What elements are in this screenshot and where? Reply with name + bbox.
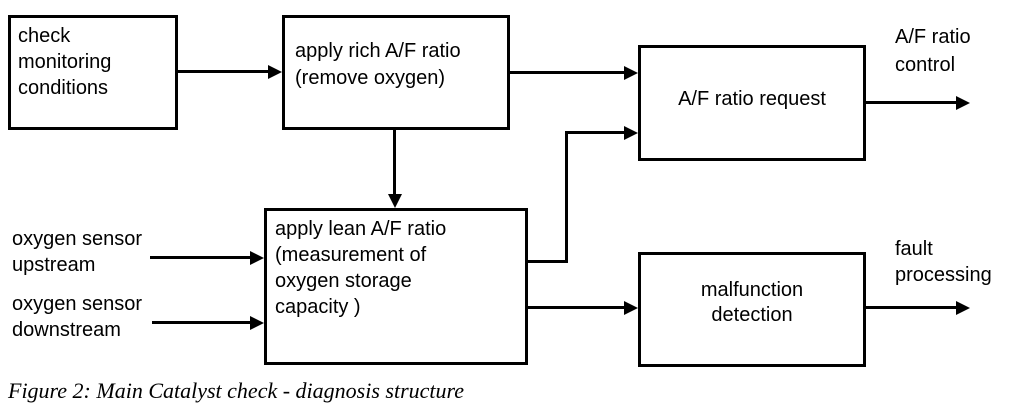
node-text-line: conditions — [18, 77, 109, 99]
label-text-line: fault — [895, 238, 933, 260]
arrowhead-right-icon — [624, 66, 638, 80]
edge-rich-to-request — [510, 71, 626, 74]
node-apply-rich-af-ratio: apply rich A/F ratio (remove oxygen) — [282, 15, 510, 130]
arrowhead-right-icon — [268, 65, 282, 79]
arrowhead-right-icon — [956, 96, 970, 110]
node-text-line: oxygen storage — [275, 270, 412, 292]
node-text-line: apply lean A/F ratio — [275, 218, 447, 240]
arrowhead-right-icon — [624, 301, 638, 315]
label-text-line: upstream — [12, 254, 96, 276]
label-text-line: A/F ratio — [895, 26, 971, 48]
node-text-line: capacity ) — [275, 296, 361, 318]
node-text-line: A/F ratio request — [678, 88, 826, 110]
arrowhead-right-icon — [956, 301, 970, 315]
arrowhead-right-icon — [624, 126, 638, 140]
node-af-ratio-request: A/F ratio request — [638, 45, 866, 161]
arrowhead-right-icon — [250, 316, 264, 330]
label-af-ratio-control: A/F ratio control — [895, 23, 971, 79]
edge-lean-to-request-seg2 — [565, 131, 568, 263]
edge-lean-to-malfunction — [528, 306, 626, 309]
node-text-line: apply rich A/F ratio — [295, 40, 461, 62]
edge-downstream-to-lean — [152, 321, 252, 324]
edge-upstream-to-lean — [150, 256, 252, 259]
label-oxygen-sensor-upstream: oxygen sensor upstream — [12, 226, 142, 278]
node-check-monitoring-conditions: check monitoring conditions — [8, 15, 178, 130]
node-text-line: malfunction — [700, 278, 804, 301]
edge-lean-to-request-seg3 — [565, 131, 626, 134]
label-oxygen-sensor-downstream: oxygen sensor downstream — [12, 291, 142, 343]
label-text-line: processing — [895, 264, 992, 286]
label-text-line: control — [895, 54, 956, 76]
label-text-line: oxygen sensor — [12, 293, 143, 315]
edge-malfunction-to-fault — [866, 306, 958, 309]
node-text-line: check — [18, 25, 71, 47]
edge-request-to-control — [866, 101, 958, 104]
label-fault-processing: fault processing — [895, 236, 992, 288]
node-malfunction-detection: malfunction detection — [638, 252, 866, 367]
node-apply-lean-af-ratio: apply lean A/F ratio (measurement of oxy… — [264, 208, 528, 365]
arrowhead-down-icon — [388, 194, 402, 208]
node-text-line: (measurement of — [275, 244, 427, 266]
label-text-line: oxygen sensor — [12, 228, 143, 250]
edge-lean-to-request-seg1 — [528, 260, 568, 263]
arrowhead-right-icon — [250, 251, 264, 265]
edge-rich-to-lean — [393, 128, 396, 196]
node-text-line: detection — [711, 303, 793, 326]
edge-check-to-rich — [178, 70, 270, 73]
figure-caption: Figure 2: Main Catalyst check - diagnosi… — [8, 378, 465, 403]
node-text-line: (remove oxygen) — [295, 67, 446, 89]
label-text-line: downstream — [12, 319, 121, 341]
node-text-line: monitoring — [18, 51, 112, 73]
